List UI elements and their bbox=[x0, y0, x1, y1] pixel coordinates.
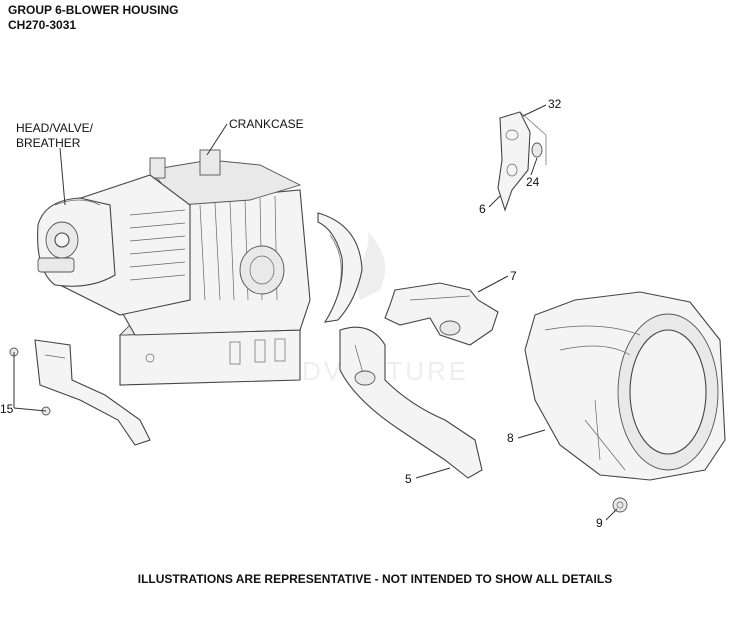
head-valve-leader bbox=[59, 147, 66, 206]
label-part-5[interactable]: 5 bbox=[405, 472, 412, 486]
engine-assembly[interactable] bbox=[37, 149, 311, 386]
group-title: GROUP 6-BLOWER HOUSING bbox=[8, 3, 179, 17]
label-part-7[interactable]: 7 bbox=[510, 269, 517, 283]
part-15-bracket[interactable] bbox=[9, 339, 151, 446]
label-breather[interactable]: BREATHER bbox=[16, 136, 81, 150]
label-part-24[interactable]: 24 bbox=[526, 175, 540, 189]
model-number: CH270-3031 bbox=[8, 18, 77, 32]
label-part-8[interactable]: 8 bbox=[507, 431, 514, 445]
label-part-32[interactable]: 32 bbox=[548, 97, 562, 111]
label-part-9[interactable]: 9 bbox=[596, 516, 603, 530]
bracket-assembly[interactable] bbox=[488, 104, 547, 212]
disclaimer-footer: ILLUSTRATIONS ARE REPRESENTATIVE - NOT I… bbox=[137, 572, 613, 586]
part-8-blower-housing[interactable] bbox=[517, 291, 726, 481]
part-5-baffle[interactable] bbox=[339, 326, 483, 479]
label-head-valve[interactable]: HEAD/VALVE/ bbox=[16, 121, 93, 135]
label-crankcase[interactable]: CRANKCASE bbox=[229, 117, 304, 131]
part-9-nut[interactable] bbox=[605, 497, 628, 521]
curved-shield[interactable] bbox=[317, 212, 363, 323]
label-part-6[interactable]: 6 bbox=[479, 202, 486, 216]
crankcase-leader bbox=[206, 123, 228, 156]
part-7-shroud-bracket[interactable] bbox=[384, 275, 509, 346]
label-part-15[interactable]: 15 bbox=[0, 402, 14, 416]
